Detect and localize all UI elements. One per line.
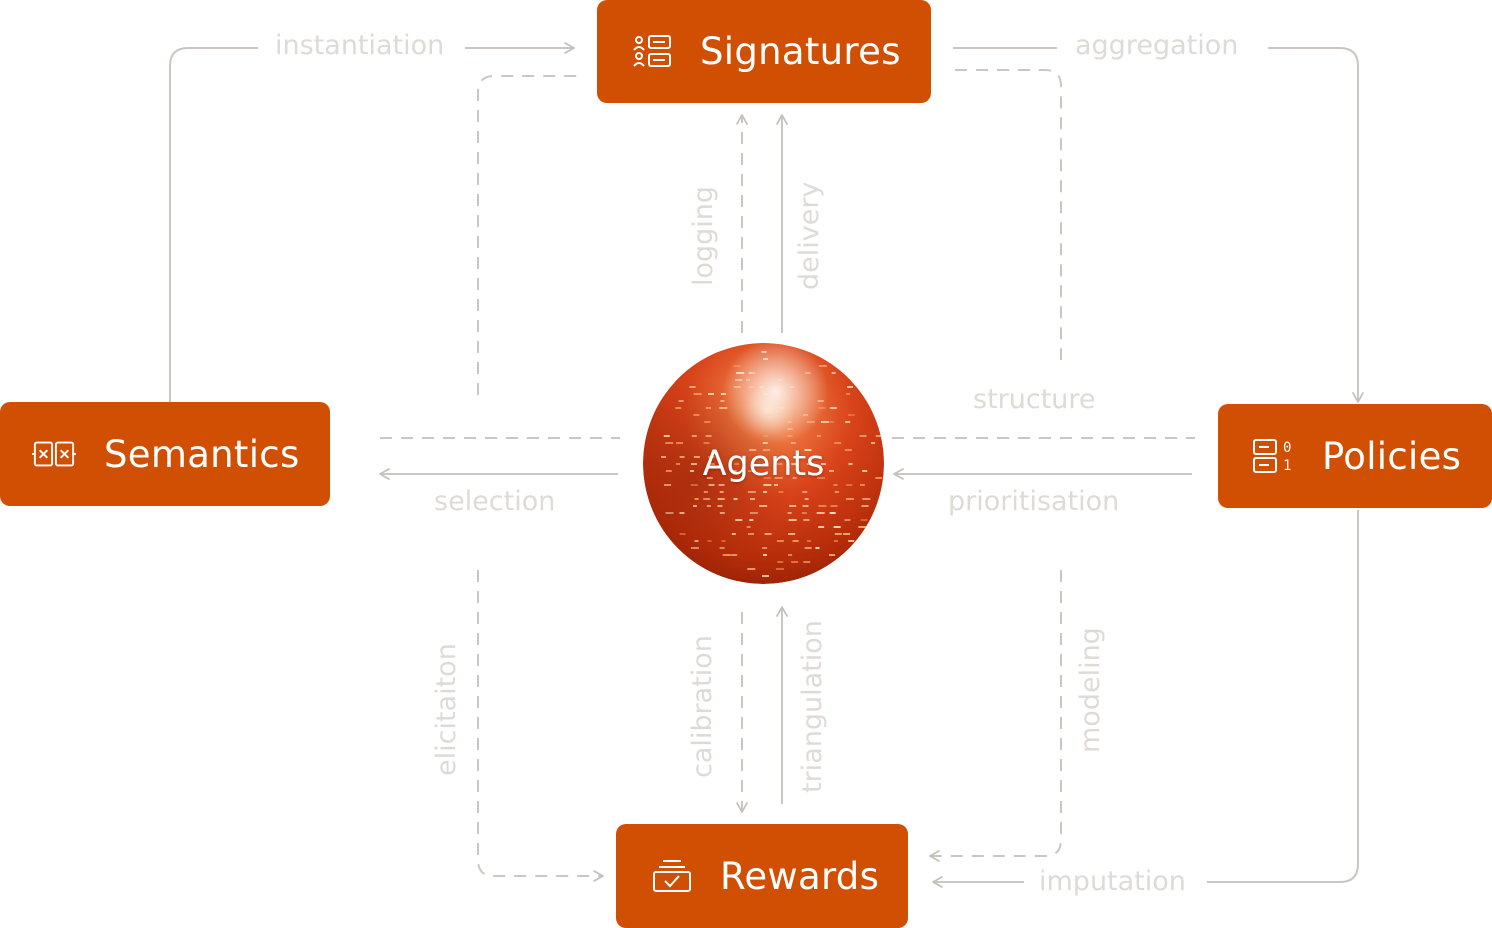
elicitaiton-connector: [477, 570, 604, 882]
policies-node[interactable]: 0 1 Policies: [1218, 404, 1492, 508]
triangulation-label: triangulation: [797, 620, 828, 793]
calibration-label: calibration: [687, 635, 718, 778]
selection-label: selection: [434, 486, 556, 517]
semantics-node[interactable]: Semantics: [0, 402, 330, 506]
signatures-node[interactable]: Signatures: [597, 0, 931, 103]
structure-left-dashed-connector: [477, 75, 585, 395]
signatures-label: Signatures: [700, 30, 901, 73]
policies-label: Policies: [1322, 434, 1462, 478]
modeling-connector: [929, 570, 1062, 862]
aggregation-arrow: [1268, 47, 1364, 403]
semantics-label: Semantics: [104, 432, 300, 476]
instantiation-connector: [169, 47, 258, 402]
imputation-label: imputation: [1039, 866, 1186, 897]
delivery-label: delivery: [794, 181, 825, 290]
policies-icon-digit-0: 0: [1283, 440, 1291, 456]
policies-icon-digit-1: 1: [1283, 458, 1291, 474]
elicitaiton-label: elicitaiton: [431, 643, 462, 776]
prioritisation-label: prioritisation: [948, 486, 1120, 517]
aggregation-label: aggregation: [1075, 30, 1239, 61]
signatures-list-icon: [630, 30, 674, 74]
rewards-node[interactable]: Rewards: [616, 824, 908, 928]
policies-binary-icon: 0 1: [1252, 434, 1300, 478]
instantiation-label: instantiation: [275, 30, 445, 61]
rewards-tray-icon: [650, 854, 694, 898]
structure-right-dashed-connector: [955, 69, 1062, 360]
structure-label: structure: [973, 384, 1096, 415]
modeling-label: modeling: [1075, 627, 1106, 753]
agents-sphere: [643, 343, 884, 584]
imputation-connector: [1207, 510, 1359, 883]
agents-label: Agents: [702, 443, 825, 484]
semantics-grid-icon: [32, 432, 76, 476]
logging-label: logging: [688, 185, 719, 286]
agents-node[interactable]: Agents: [643, 343, 884, 584]
rewards-label: Rewards: [720, 854, 880, 898]
